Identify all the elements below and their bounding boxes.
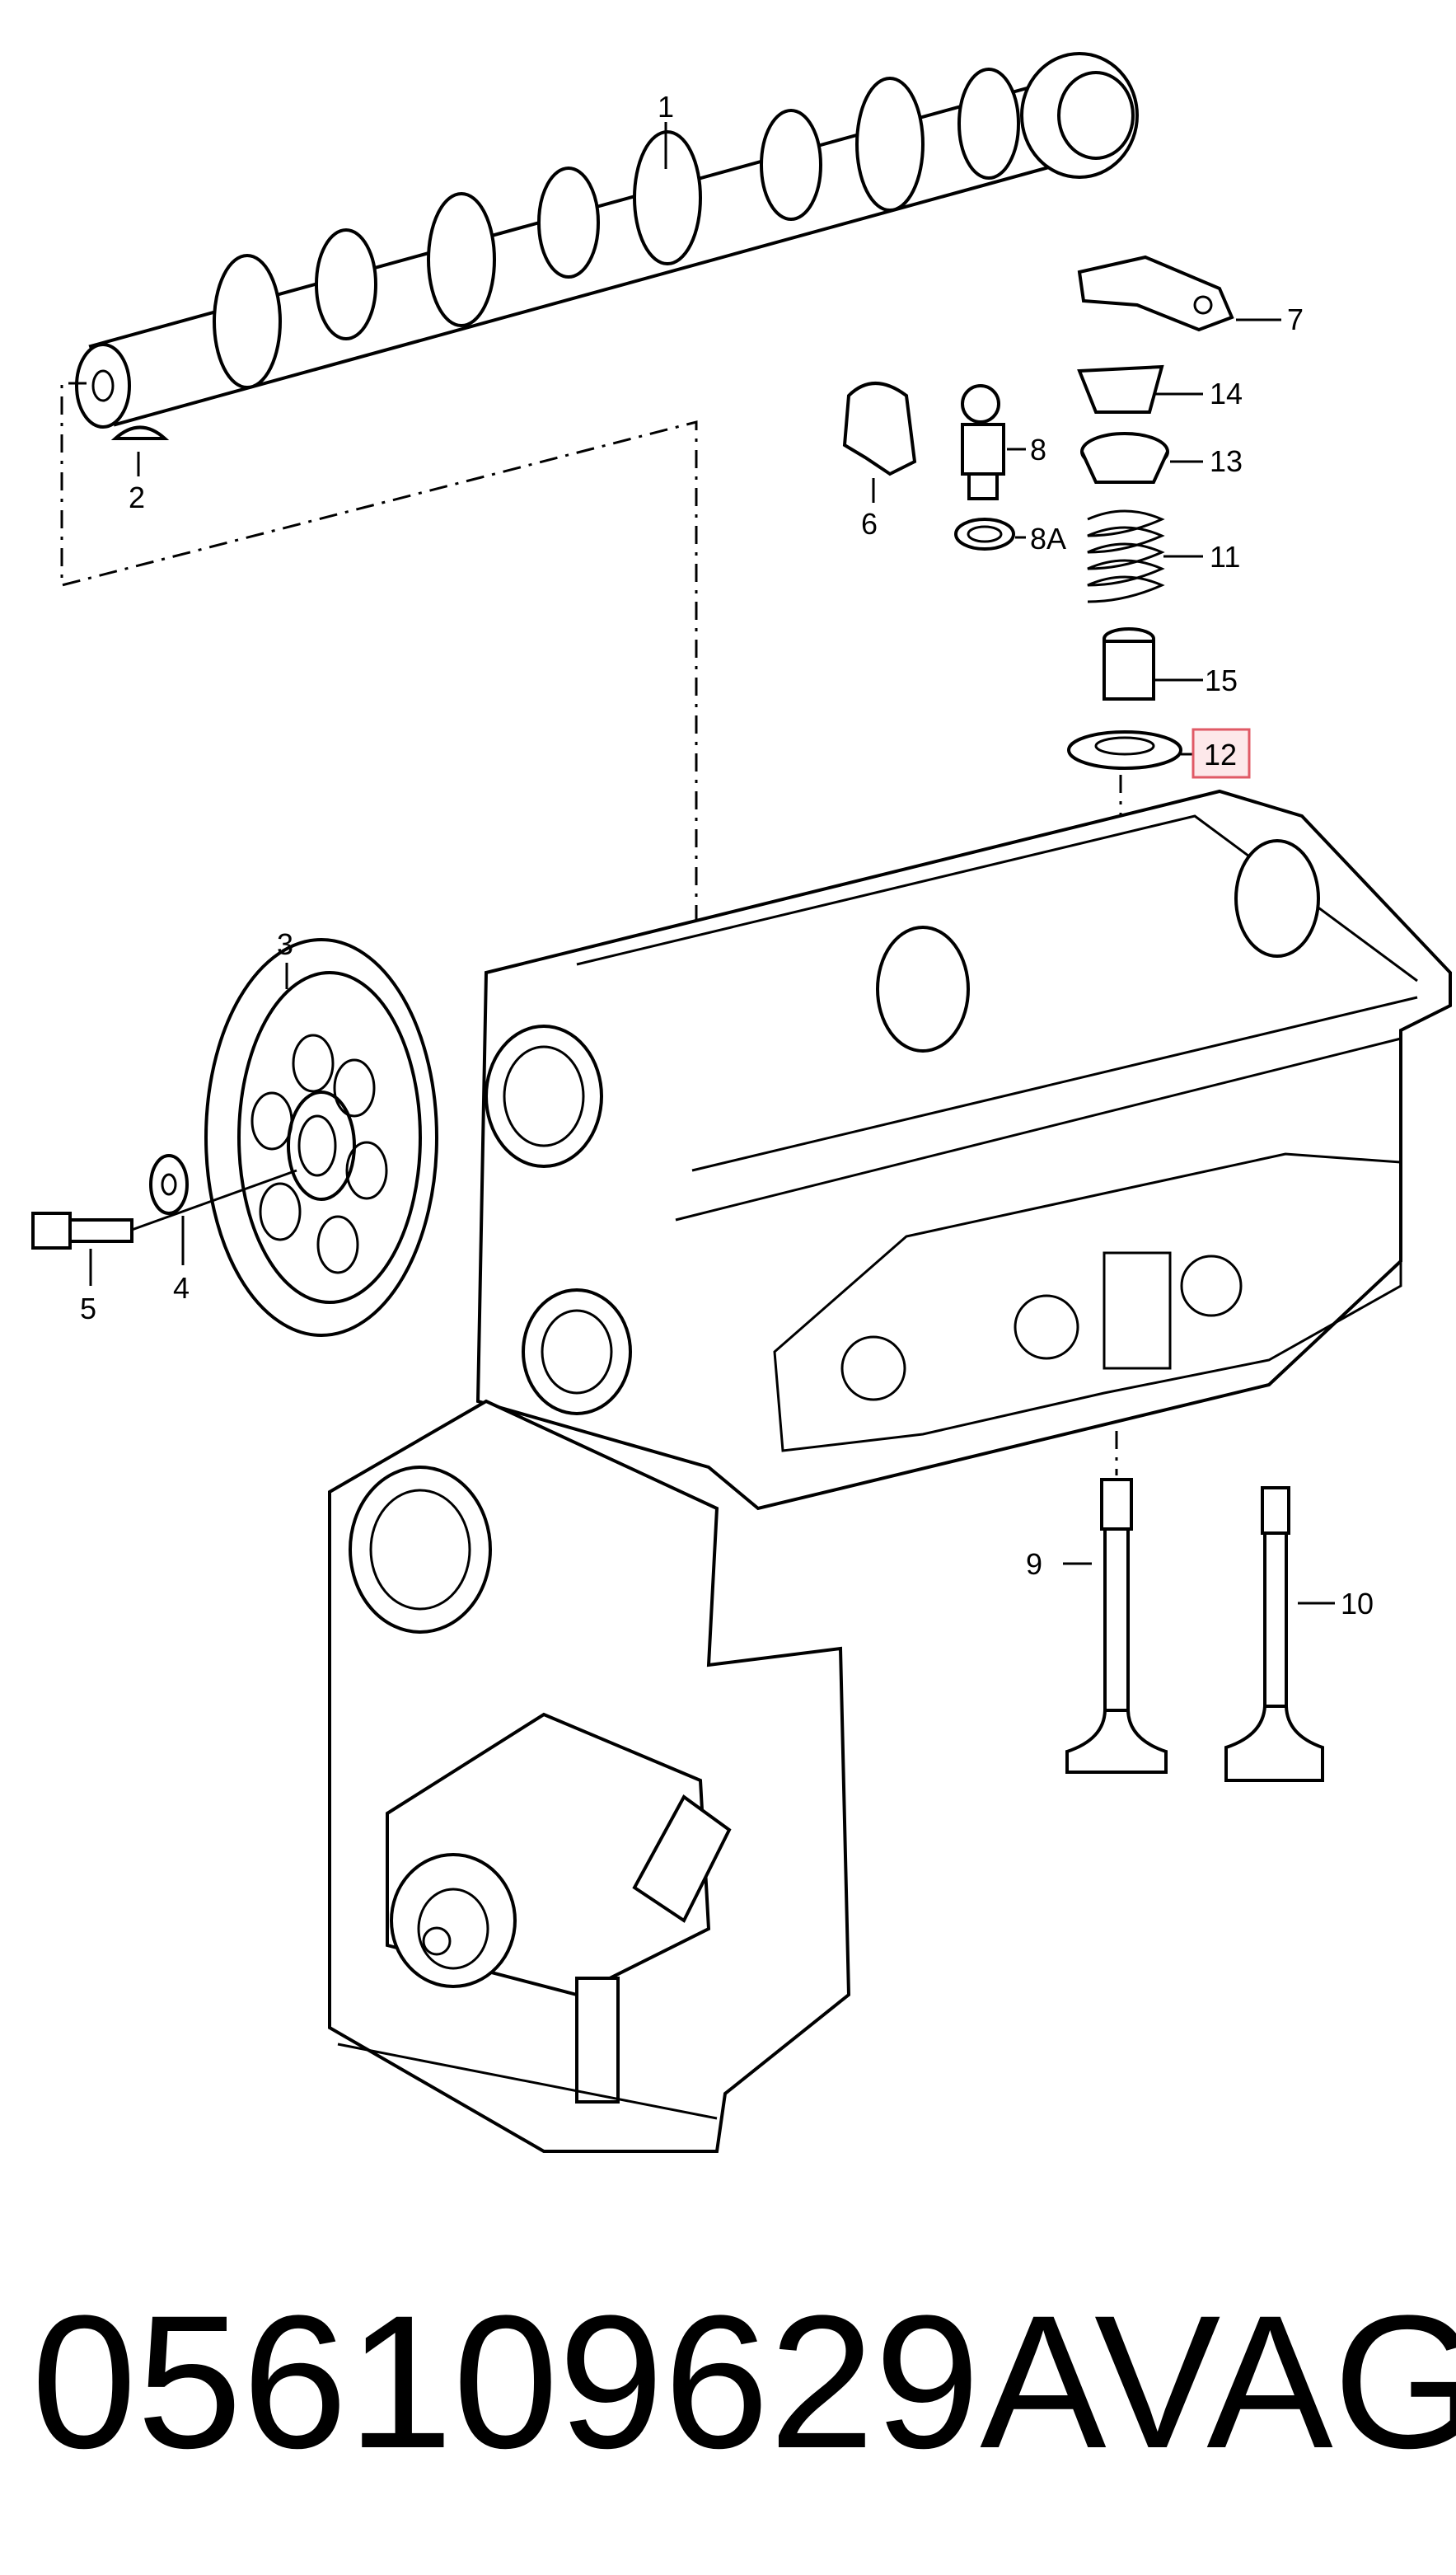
label-7: 7 xyxy=(1287,303,1304,336)
label-4: 4 xyxy=(173,1271,190,1305)
label-11: 11 xyxy=(1210,540,1240,574)
assembly-guide-line xyxy=(60,382,698,1063)
label-2: 2 xyxy=(129,481,145,514)
label-8: 8 xyxy=(1030,433,1046,467)
label-12: 12 xyxy=(1204,738,1237,772)
camshaft-sprocket xyxy=(204,938,438,1337)
retaining-clip xyxy=(842,382,917,503)
valve-stem-seal xyxy=(1103,627,1203,701)
label-10: 10 xyxy=(1341,1587,1374,1621)
rocker-finger xyxy=(1077,255,1281,332)
washer xyxy=(149,1154,189,1265)
label-15: 15 xyxy=(1205,664,1238,697)
label-5: 5 xyxy=(80,1292,96,1325)
label-8a: 8A xyxy=(1030,522,1066,556)
cylinder-head xyxy=(475,789,1452,1511)
label-1: 1 xyxy=(658,90,674,124)
valve-spring xyxy=(1087,509,1203,603)
brand-name: VAG xyxy=(1094,2276,1456,2488)
label-13: 13 xyxy=(1210,444,1243,478)
exploded-parts-diagram: 1 2 3 4 5 6 7 8 8A 9 10 11 12 13 14 15 xyxy=(31,52,1452,2153)
label-14: 14 xyxy=(1210,377,1243,410)
label-3: 3 xyxy=(277,927,293,961)
inlet-valve xyxy=(1063,1478,1168,1774)
exhaust-valve xyxy=(1224,1486,1335,1782)
engine-block xyxy=(328,1399,851,2153)
part-number: 056109629A xyxy=(31,2276,1107,2488)
valve-spring-retainer xyxy=(1080,432,1203,484)
camshaft xyxy=(75,52,1139,429)
woodruff-key xyxy=(110,425,170,476)
sealing-ring xyxy=(954,518,1026,551)
hydraulic-support-element xyxy=(961,384,1026,500)
bolt xyxy=(31,1169,297,1286)
caption: 056109629A VAG xyxy=(31,2258,1456,2522)
label-6: 6 xyxy=(861,507,878,541)
label-12-highlight xyxy=(1191,728,1251,779)
valve-spring-seat xyxy=(1067,730,1195,770)
label-9: 9 xyxy=(1026,1547,1042,1581)
valve-cotters xyxy=(1077,364,1203,414)
